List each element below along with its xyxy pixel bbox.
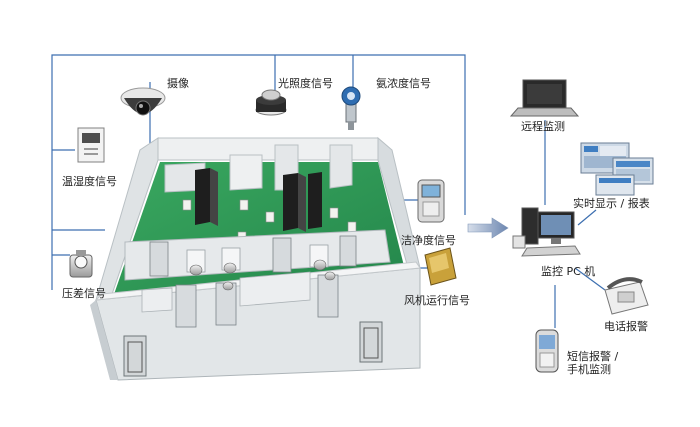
monitoring-pc-label: 监控 PC 机: [541, 265, 596, 278]
light-signal-label: 光照度信号: [278, 77, 333, 90]
temp-humidity-sensor-icon: [77, 127, 105, 163]
sms-alarm-label: 短信报警 /: [567, 350, 619, 363]
camera-label: 摄像: [167, 77, 189, 90]
light-sensor-icon: [255, 89, 287, 116]
phone-alarm-label: 电话报警: [604, 320, 648, 333]
cleanliness-signal-label: 洁净度信号: [401, 234, 456, 247]
laptop-icon: [509, 79, 580, 117]
signal-wires: [51, 54, 606, 328]
pressure-signal-label: 压差信号: [62, 287, 106, 300]
fan-signal-label: 风机运行信号: [404, 294, 470, 307]
pressure-sensor-icon: [69, 250, 93, 278]
mobile-phone-icon: [535, 329, 559, 373]
remote-monitoring-label: 远程监测: [521, 120, 565, 133]
cleanroom-building: [90, 136, 421, 381]
camera-icon: [120, 87, 166, 116]
telephone-icon: [604, 277, 649, 315]
realtime-display-icon: [580, 142, 654, 196]
realtime-display-label: 实时显示 / 报表: [573, 197, 650, 210]
ammonia-signal-label: 氨浓度信号: [376, 77, 431, 90]
mobile-monitoring-label: 手机监测: [567, 363, 611, 376]
fan-status-module-icon: [424, 247, 457, 286]
temp-humidity-signal-label: 温湿度信号: [62, 175, 117, 188]
transmission-arrow: [467, 217, 509, 239]
ammonia-sensor-icon: [341, 86, 361, 130]
monitoring-pc-icon: [512, 207, 581, 257]
cleanliness-sensor-icon: [417, 179, 445, 223]
